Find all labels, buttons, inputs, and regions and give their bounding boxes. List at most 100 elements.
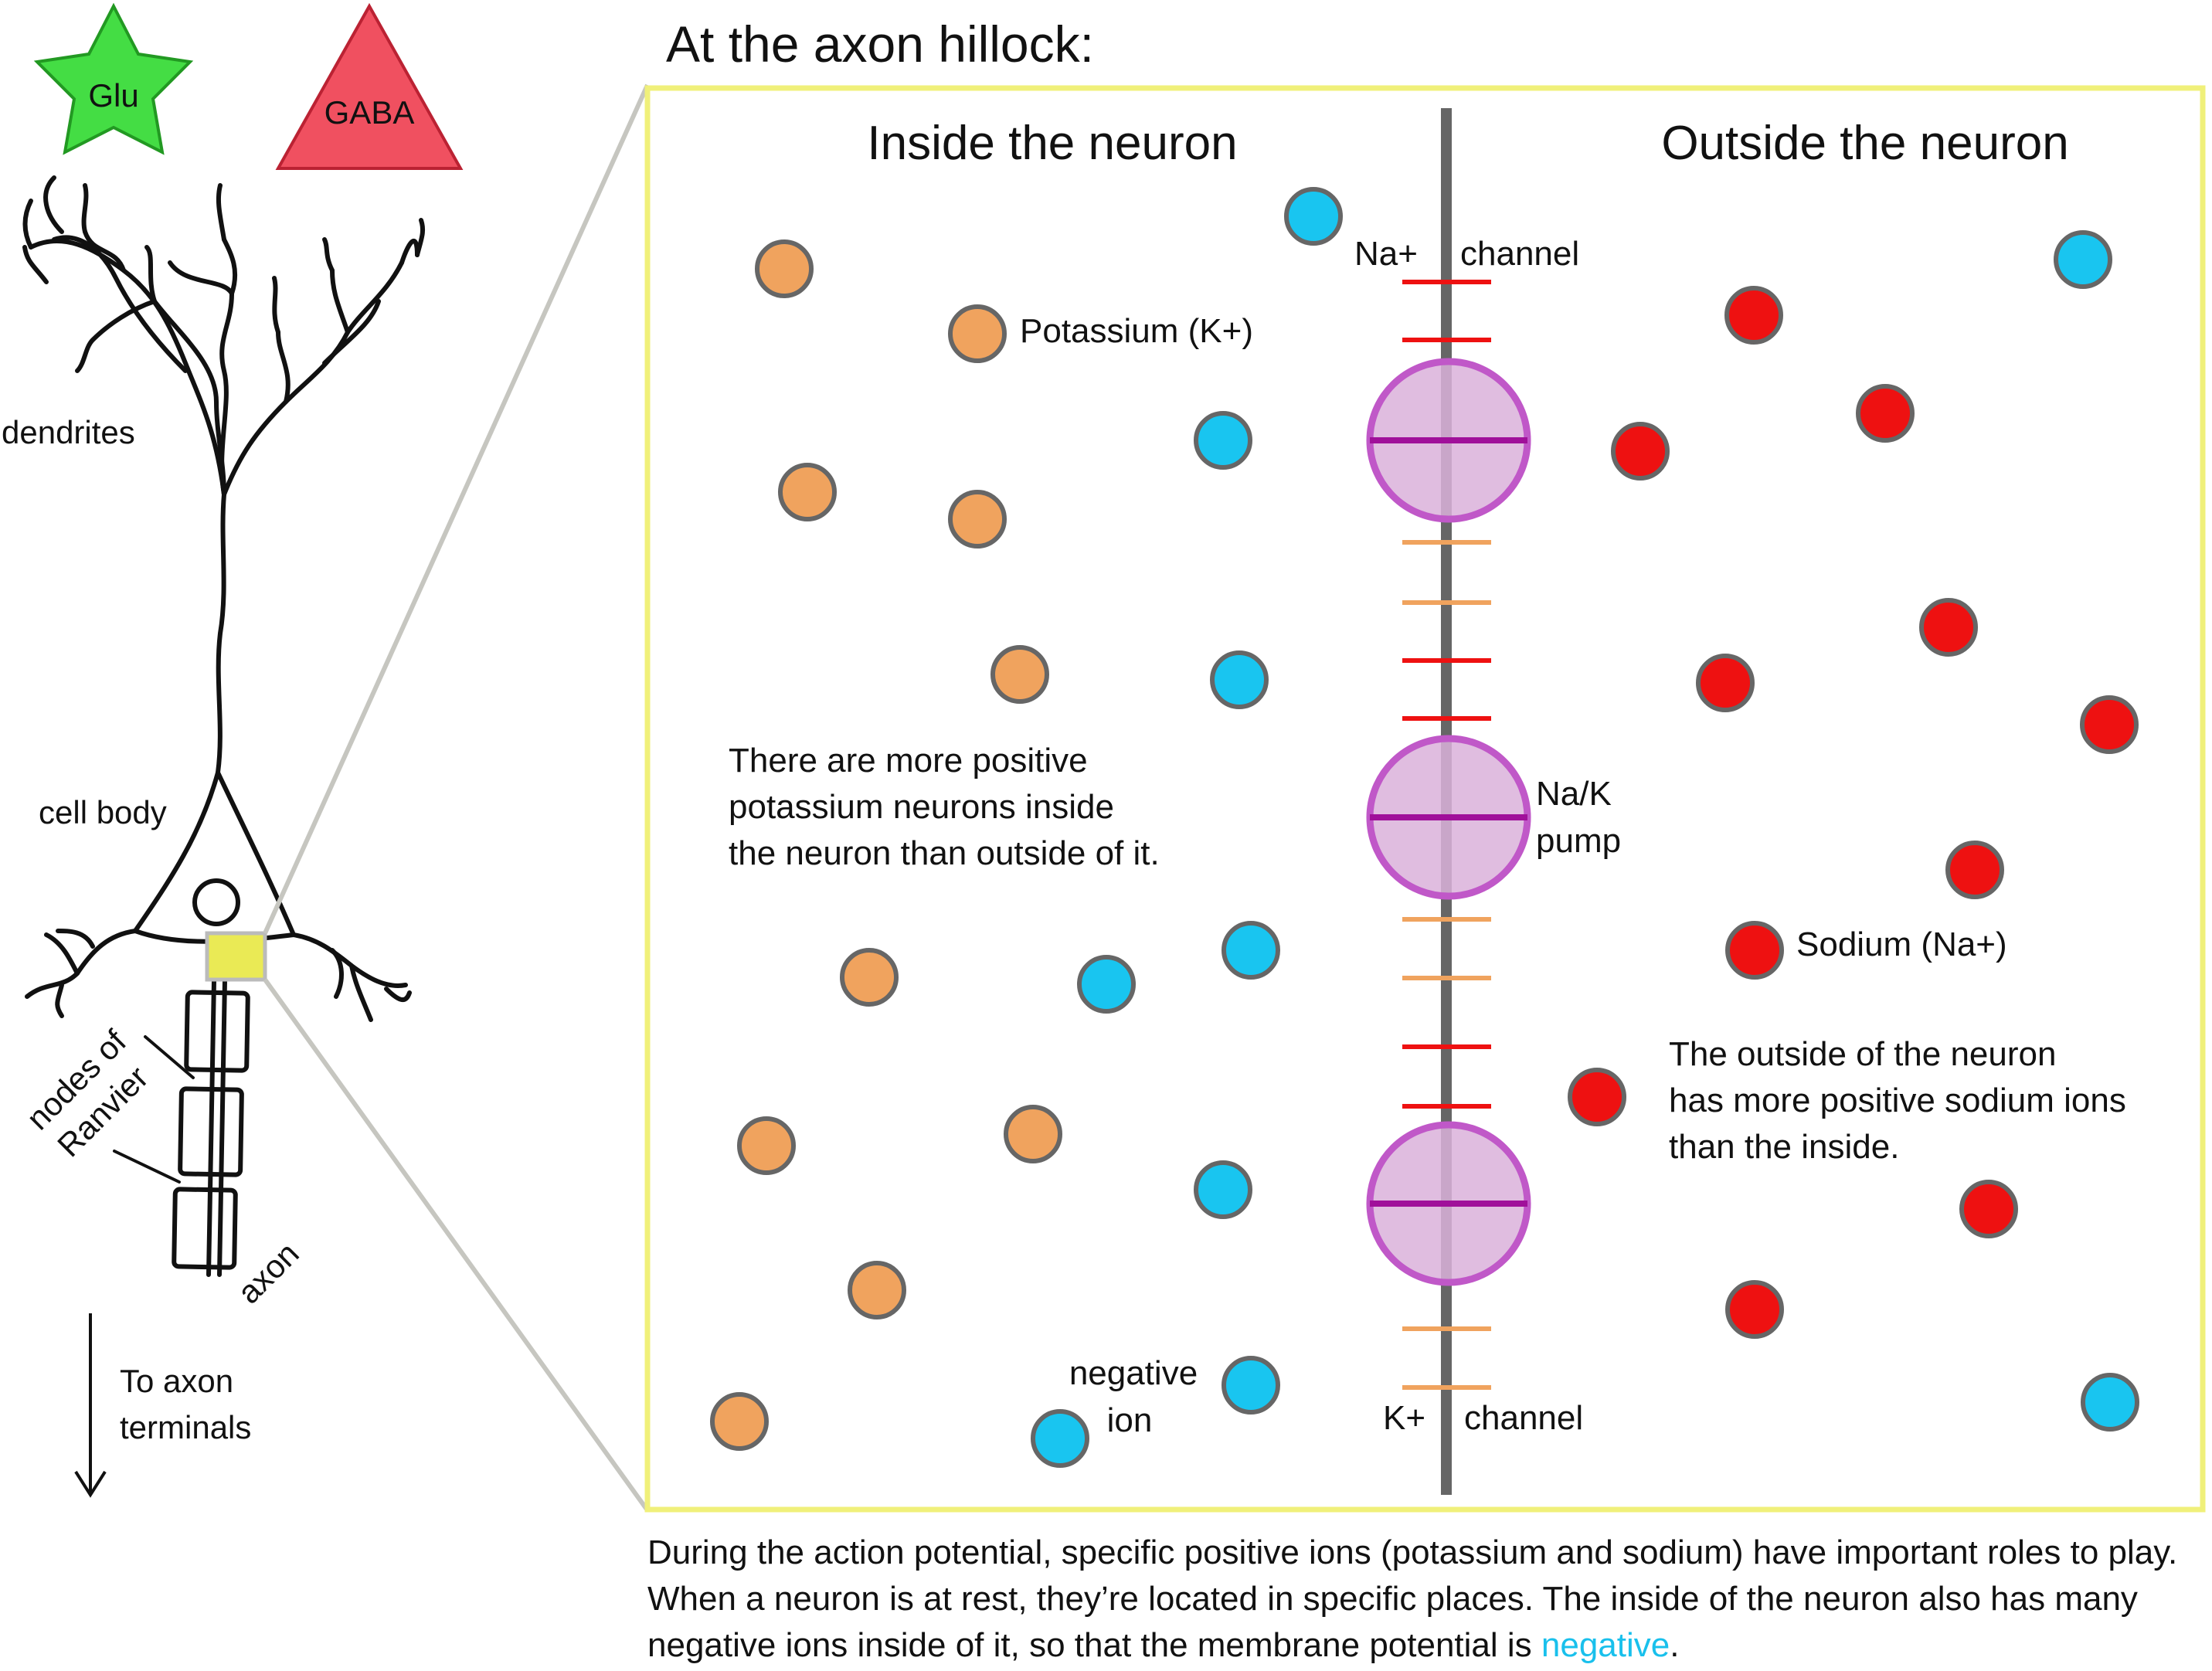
potassium-ion [710,1392,769,1451]
k-channel-label-right: channel [1464,1399,1583,1437]
pump-label-line1: Na/K [1536,775,1612,813]
dendrite-right-e [322,299,381,365]
dendrite-left-c [22,245,49,284]
glu-legend: Glu [33,2,194,155]
axon-hillock-highlight [205,931,267,982]
myelin-segment3 [172,1187,238,1270]
apical-dendrite [216,492,226,775]
dendrite-center3 [168,260,234,296]
nodes-pointer1 [144,1035,195,1079]
k-channel-label-left: K+ [1383,1399,1425,1437]
potassium-ion [737,1116,796,1175]
sodium-ion [1945,841,2004,899]
negative-ion [1077,955,1136,1014]
pump-label-line2: pump [1536,822,1621,860]
sodium-channels [1402,280,1491,1109]
sodium-ion [1919,598,1978,657]
negative-ion [2054,230,2112,289]
outside-note-line1: The outside of the neuron [1669,1035,2056,1073]
caption-text: During the action potential, specific po… [647,1533,2178,1664]
na-channel-label-right: channel [1460,235,1579,273]
sodium-ion [1696,654,1755,712]
negative-ion [1194,411,1252,470]
sodium-ion [2080,695,2139,754]
dendrite-left-a [83,229,126,273]
negative-ion [1194,1160,1252,1219]
negative-ions [1031,187,2139,1468]
gaba-legend: GABA [275,2,464,170]
potassium-ion [778,463,837,521]
axon-label: axon [230,1235,306,1311]
sodium-ion [1959,1180,2018,1238]
negative-ion [1284,187,1343,246]
negative-ion [2081,1373,2139,1432]
na-k-pump [1366,358,1531,523]
axon-line1 [206,936,217,1277]
zoom-line-top [263,83,650,935]
potassium-ion [848,1261,906,1319]
dendrite-branch2 [75,299,157,373]
dendrite-right-b [345,260,404,335]
potassium-ion [840,948,899,1007]
dendrite-right-a [276,330,291,404]
caption-highlight: negative [1541,1626,1670,1664]
inside-note-line3: the neuron than outside of it. [729,834,1160,872]
negative-ion-label-line2: ion [1107,1401,1153,1439]
na-k-pump [1366,1121,1531,1286]
sodium-ion [1725,1280,1784,1339]
sodium-ions [1568,286,2139,1339]
basal-right [291,932,408,988]
sodium-label: Sodium (Na+) [1796,926,2007,963]
axon-line2 [217,936,228,1277]
page-title: At the axon hillock: [666,15,1094,73]
sodium-ion [1611,422,1670,481]
inside-note-line1: There are more positive [729,742,1088,779]
outside-heading: Outside the neuron [1661,117,2068,170]
down-arrow-icon [74,1470,107,1498]
zoom-line-bottom [263,978,650,1512]
potassium-ion [948,490,1007,549]
potassium-label: Potassium (K+) [1020,312,1253,350]
dendrites-label: dendrites [2,414,135,450]
inside-note-line2: potassium neurons inside [729,788,1114,826]
sodium-ion [1568,1068,1626,1126]
potassium-channels [1402,540,1491,1390]
negative-ion [1222,921,1280,980]
myelin-segment2 [178,1086,244,1177]
dendrite-right-d [399,238,420,265]
dendrite-left [29,239,226,497]
gaba-triangle-icon [275,2,464,170]
negative-ion-label-line1: negative [1069,1354,1198,1392]
dendrite-center2 [222,237,238,296]
explanation-caption: During the action potential, specific po… [647,1530,2200,1669]
myelin-segment1 [184,990,250,1073]
outside-note-line2: has more positive sodium ions [1669,1082,2126,1119]
dendrite-center [219,291,234,497]
potassium-ions [710,239,1062,1451]
sodium-ion [1856,384,1915,443]
caption-end: . [1670,1626,1680,1664]
basal-left [25,929,138,999]
outside-note-line3: than the inside. [1669,1128,1899,1166]
neuron-drawing [22,175,426,1277]
dendrite-main [152,299,226,497]
potassium-ion [755,239,814,298]
terminals-label-line1: To axon [120,1363,233,1399]
glu-star-icon [33,2,194,155]
negative-ion [1222,1356,1280,1415]
gaba-label: GABA [324,94,415,131]
potassium-ion [990,645,1049,704]
sodium-ion [1724,286,1783,345]
na-k-pumps [1366,358,1531,1286]
sodium-ion [1725,921,1784,980]
nodes-pointer2 [113,1150,181,1184]
nucleus [192,878,240,926]
cell-body-label: cell body [39,794,167,830]
potassium-ion [1004,1105,1062,1163]
dendrite-left-b [43,175,64,234]
glu-label: Glu [88,77,138,114]
dendrite-far-left [52,235,188,373]
dendrite-right-c [330,268,350,335]
na-channel-label-left: Na+ [1354,235,1418,273]
